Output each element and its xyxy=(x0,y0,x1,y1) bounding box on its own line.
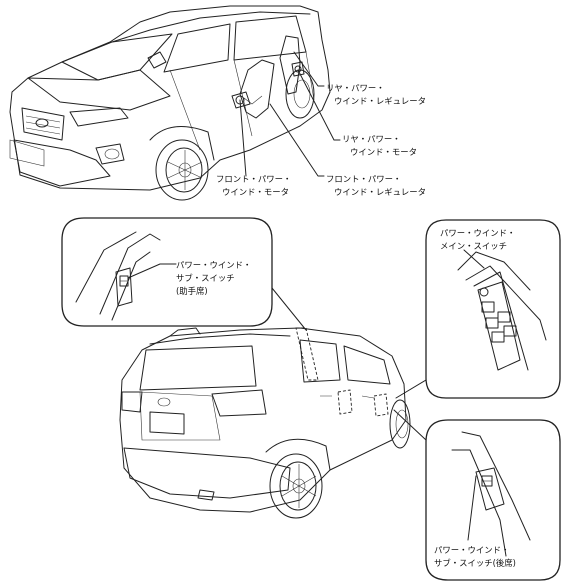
label-front-regulator-line2: ウインド・レギュレータ xyxy=(334,187,426,197)
label-main-switch-line1: パワー・ウインド・ xyxy=(440,228,515,238)
bottom-car-rear-view xyxy=(119,327,411,519)
leader-rear-regulator xyxy=(293,51,325,87)
leader-rear-motor xyxy=(297,69,341,141)
passenger-switch-location xyxy=(295,327,319,381)
label-front-motor-line1: フロント・パワー・ xyxy=(216,174,291,184)
callout-main-switch xyxy=(425,219,561,399)
label-rear-sub-switch-line2: サブ・スイッチ(後席) xyxy=(434,558,516,568)
rear-window-regulator xyxy=(279,35,301,95)
connector-main xyxy=(395,379,427,399)
front-window-motor xyxy=(231,91,251,109)
passenger-switch-illustration xyxy=(115,267,133,307)
rear-window-motor xyxy=(291,61,305,77)
leader-front-regulator xyxy=(269,103,325,177)
label-rear-motor-line1: リヤ・パワー・ xyxy=(342,134,401,144)
rear-switch-location xyxy=(337,389,353,415)
label-rear-regulator-line1: リヤ・パワー・ xyxy=(326,83,385,93)
label-passenger-sub-switch-line2: サブ・スイッチ xyxy=(176,273,235,283)
label-passenger-sub-switch-line3: (助手席) xyxy=(176,286,208,296)
label-front-regulator-line1: フロント・パワー・ xyxy=(326,174,401,184)
callout-passenger-sub-switch xyxy=(61,217,273,327)
label-rear-regulator-line2: ウインド・レギュレータ xyxy=(334,96,426,106)
callout-rear-sub-switch xyxy=(425,419,561,581)
leader-front-motor xyxy=(239,99,247,177)
connector-passenger xyxy=(271,287,307,331)
main-switch-location xyxy=(373,393,389,417)
label-rear-sub-switch-line1: パワー・ウインド・ xyxy=(434,545,509,555)
label-rear-motor-line2: ウインド・モータ xyxy=(350,147,417,157)
window-regulator-assemblies xyxy=(231,35,305,119)
label-passenger-sub-switch-line1: パワー・ウインド・ xyxy=(176,260,251,270)
label-front-motor-line2: ウインド・モータ xyxy=(222,187,289,197)
connector-rear xyxy=(393,409,427,441)
main-switch-panel xyxy=(473,271,529,371)
label-main-switch-line2: メイン・スイッチ xyxy=(440,241,507,251)
top-car-front-view xyxy=(9,5,331,201)
rear-switch-illustration xyxy=(475,467,505,511)
